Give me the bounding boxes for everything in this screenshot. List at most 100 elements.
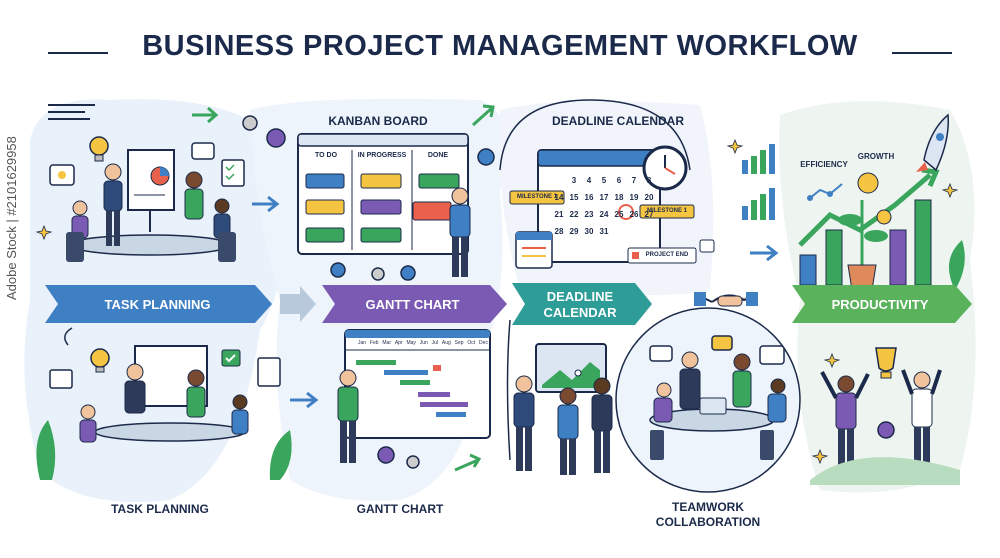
calendar-day bbox=[612, 227, 626, 244]
person-woman-green bbox=[184, 171, 204, 220]
calendar-day: 17 bbox=[599, 193, 609, 202]
gear-icon bbox=[242, 115, 895, 469]
person-presenter bbox=[103, 163, 123, 246]
person-gantt-presenter bbox=[337, 369, 359, 463]
handshake-icon bbox=[694, 292, 758, 307]
bottom-label-task-planning: TASK PLANNING bbox=[111, 502, 209, 516]
calendar-day: 20 bbox=[644, 193, 654, 202]
banner-task-planning bbox=[45, 285, 272, 323]
arrow-icon bbox=[192, 104, 779, 472]
deadline-calendar-label: DEADLINE CALENDAR bbox=[552, 114, 684, 128]
meeting-table bbox=[69, 234, 231, 256]
banner-label-calendar: CALENDAR bbox=[543, 305, 617, 320]
gantt-month: Jul bbox=[431, 340, 439, 346]
calendar-day: 19 bbox=[629, 193, 639, 202]
growth-label: GROWTH bbox=[857, 152, 895, 161]
trophy-icon bbox=[875, 347, 897, 379]
gantt-chart-board bbox=[344, 329, 491, 439]
title-rule-right bbox=[892, 52, 952, 54]
person-at-kanban bbox=[449, 187, 471, 277]
kanban-board bbox=[297, 133, 471, 277]
calendar-day bbox=[642, 227, 656, 244]
calendar-day: 5 bbox=[601, 176, 607, 185]
calendar-day: 26 bbox=[629, 210, 639, 219]
calendar-day: 4 bbox=[586, 176, 592, 185]
celebration-scene bbox=[810, 347, 960, 485]
calendar-day: 16 bbox=[584, 193, 594, 202]
milestone-tag-right bbox=[639, 204, 695, 219]
calendar-day: 7 bbox=[631, 176, 637, 185]
calendar-day: 21 bbox=[554, 210, 564, 219]
page-title: BUSINESS PROJECT MANAGEMENT WORKFLOW bbox=[142, 30, 858, 62]
banner-gantt-chart bbox=[322, 285, 507, 323]
calendar-day: 31 bbox=[599, 227, 609, 236]
banner-label-productivity: PRODUCTIVITY bbox=[831, 297, 929, 312]
gantt-month: Jan bbox=[358, 340, 367, 346]
title-rule-left bbox=[48, 52, 108, 54]
lightbulb-icon bbox=[89, 136, 109, 162]
flow-arc bbox=[506, 319, 511, 461]
banner-label-gantt-chart: GANTT CHART bbox=[365, 297, 460, 312]
screen-presentation-scene bbox=[513, 343, 613, 475]
gantt-month: Oct bbox=[467, 340, 476, 346]
project-end-label: PROJECT END bbox=[645, 252, 689, 258]
calendar-day: 24 bbox=[599, 210, 609, 219]
lightbulb-icon bbox=[90, 348, 110, 373]
gantt-month: Sep bbox=[454, 340, 464, 346]
checklist-icon bbox=[221, 159, 245, 187]
bottom-label-teamwork: TEAMWORK bbox=[672, 500, 744, 514]
calendar-day: 22 bbox=[569, 210, 579, 219]
banner-label-task-planning: TASK PLANNING bbox=[104, 297, 211, 312]
gantt-month: Aug bbox=[441, 340, 451, 346]
chat-icon bbox=[759, 345, 785, 365]
calendar-day: 14 bbox=[554, 193, 564, 202]
banner-label-deadline: DEADLINE bbox=[546, 289, 614, 304]
kanban-col-todo: TO DO bbox=[314, 152, 338, 159]
efficiency-label: EFFICIENCY bbox=[800, 160, 848, 169]
task-planning-bottom-scene bbox=[36, 327, 292, 480]
kanban-col-inprogress: IN PROGRESS bbox=[357, 152, 407, 159]
calendar-day: 6 bbox=[616, 176, 622, 185]
calendar-row: 28 29 30 31 bbox=[552, 227, 656, 244]
clock-icon bbox=[642, 145, 688, 191]
calendar-day bbox=[552, 176, 566, 193]
calendar-day: 18 bbox=[614, 193, 624, 202]
chat-icon bbox=[649, 345, 673, 362]
kanban-col-done: DONE bbox=[427, 152, 449, 159]
calendar-day: 27 bbox=[644, 210, 654, 219]
calendar-day: 23 bbox=[584, 210, 594, 219]
calendar-day bbox=[627, 227, 641, 244]
banner-productivity bbox=[792, 285, 972, 323]
arrow-connector bbox=[280, 286, 316, 322]
money-plant-icon bbox=[838, 172, 892, 291]
bottom-label-gantt-chart: GANTT CHART bbox=[356, 502, 444, 516]
calendar-day: 8 bbox=[646, 176, 652, 185]
meeting-table bbox=[94, 422, 246, 442]
gantt-month: Dec bbox=[479, 340, 488, 346]
gantt-month: Jun bbox=[419, 340, 428, 346]
deadline-calendar bbox=[509, 145, 715, 269]
calendar-day: 25 bbox=[614, 210, 624, 219]
kanban-board-label: KANBAN BOARD bbox=[328, 114, 428, 128]
rocket-icon bbox=[916, 113, 949, 172]
sparkle-icon bbox=[35, 138, 959, 465]
calendar-day: 28 bbox=[554, 227, 564, 236]
laptop-icon bbox=[699, 397, 727, 415]
bar-chart-icon bbox=[742, 144, 775, 220]
task-planning-meeting-scene bbox=[48, 104, 245, 262]
calendar-day: 29 bbox=[569, 227, 579, 236]
calendar-day: 15 bbox=[569, 193, 579, 202]
stock-watermark: Adobe Stock | #2101629958 bbox=[4, 136, 19, 300]
project-end-tag bbox=[627, 247, 697, 264]
bottom-label-collaboration: COLLABORATION bbox=[655, 515, 761, 529]
gantt-month: Feb bbox=[369, 340, 379, 346]
document-icon bbox=[49, 369, 73, 389]
gantt-month: Apr bbox=[394, 340, 403, 346]
calendar-day: 30 bbox=[584, 227, 594, 236]
teamwork-collaboration-scene bbox=[649, 335, 787, 460]
milestone-label-left: MILESTONE 1 bbox=[517, 194, 557, 200]
